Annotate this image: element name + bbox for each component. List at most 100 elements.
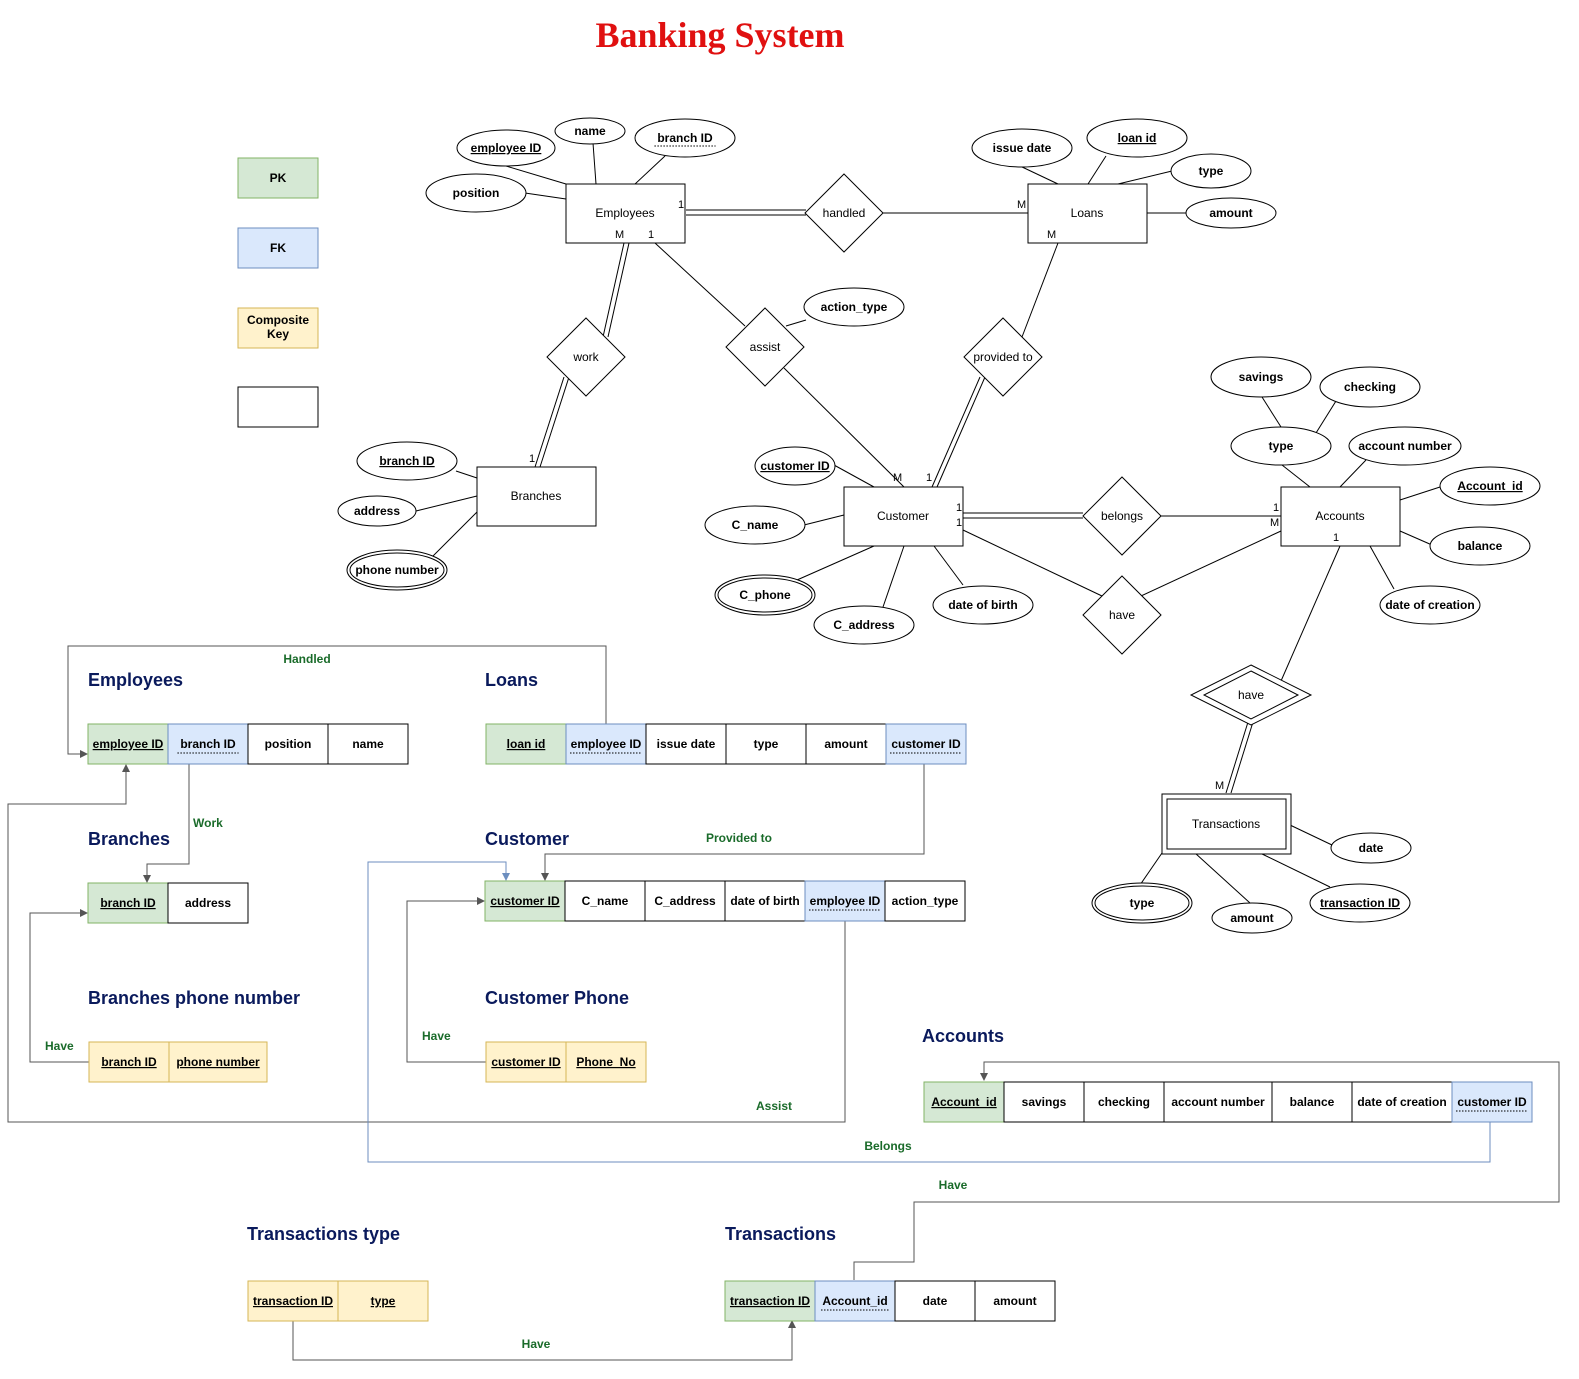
column-label: type [371,1294,396,1308]
er-relationships: handled work assist provided to belongs … [546,173,1313,726]
attr-acc-savings[interactable]: savings [1210,356,1312,398]
table-cell[interactable]: loan id [485,723,567,765]
table-cell[interactable]: action_type [884,880,966,922]
table-cell[interactable]: employee ID [565,723,647,765]
rel-have-customer-accounts-label: have [1109,608,1135,622]
table-cell[interactable]: phone number [168,1041,268,1083]
table-cell[interactable]: employee ID [87,723,169,765]
table-cell[interactable]: customer ID [485,1041,567,1083]
column-label: date of birth [730,894,799,908]
attr-acc-checking[interactable]: checking [1319,366,1421,408]
table-cell[interactable]: savings [1003,1081,1085,1123]
rel-provided-to[interactable] [963,317,1043,397]
column-label: customer ID [891,737,961,751]
column-label: employee ID [810,894,881,908]
rel-have-accounts-transactions[interactable] [1189,664,1313,726]
entity-branches[interactable] [476,466,597,527]
attr-cust-phone[interactable]: C_phone [714,574,816,616]
attr-branch-phone[interactable]: phone number [346,549,448,591]
attr-tr-type[interactable]: type [1091,882,1193,924]
rel-handled[interactable] [804,173,884,253]
table-title: Employees [88,670,183,690]
table-cell[interactable]: type [337,1280,429,1322]
table-cell[interactable]: account number [1163,1081,1273,1123]
table-cell[interactable]: date of creation [1351,1081,1453,1123]
table-cell[interactable]: amount [974,1280,1056,1322]
table-cell[interactable]: checking [1083,1081,1165,1123]
rel-work[interactable] [546,317,626,397]
entity-customer[interactable] [843,486,964,547]
table-cell[interactable]: position [247,723,329,765]
entity-transactions[interactable] [1161,793,1292,855]
table-cell[interactable]: transaction ID [724,1280,816,1322]
attr-label: date [1359,841,1384,855]
entity-transactions-label: Transactions [1192,817,1260,831]
table-title: Transactions type [247,1224,400,1244]
relation-belongs-label: Belongs [864,1139,912,1153]
attr-label: date of creation [1385,598,1474,612]
table-cell[interactable]: Account_id [814,1280,896,1322]
table-cell[interactable]: date of birth [724,880,806,922]
attr-cust-dob[interactable]: date of birth [932,585,1034,625]
attr-emp-position[interactable]: position [425,173,527,213]
attr-label: amount [1230,911,1273,925]
attr-label: loan id [1118,131,1157,145]
attr-loan-id[interactable]: loan id [1086,118,1188,158]
table-cell[interactable]: branch ID [167,723,249,765]
table-cell[interactable]: branch ID [88,1041,170,1083]
attr-tr-id[interactable]: transaction ID [1309,883,1411,923]
attr-action-type[interactable]: action_type [803,287,905,327]
column-label: Phone_No [576,1055,635,1069]
attr-loan-type[interactable]: type [1170,153,1252,189]
column-label: date [923,1294,948,1308]
rel-assist[interactable] [725,307,805,387]
card-acc-have: M [1270,517,1279,529]
table-cell[interactable]: amount [805,723,887,765]
attr-acc-balance[interactable]: balance [1429,526,1531,566]
table-cell[interactable]: customer ID [885,723,967,765]
table-cell[interactable]: name [327,723,409,765]
table-cell[interactable]: customer ID [1451,1081,1533,1123]
er-cardinalities: 1 M 1 M M 1 M 1 1 1 1 M 1 M [529,199,1339,792]
attr-tr-date[interactable]: date [1330,832,1412,864]
table-cell[interactable]: employee ID [804,880,886,922]
table-cell[interactable]: date [894,1280,976,1322]
attr-label: type [1130,896,1155,910]
attr-acc-number[interactable]: account number [1348,426,1462,466]
table-cell[interactable]: C_address [644,880,726,922]
attr-cust-name[interactable]: C_name [704,505,806,545]
rel-belongs[interactable] [1082,476,1162,556]
entity-accounts[interactable] [1280,486,1401,547]
card-acc-belongs: 1 [1273,502,1279,514]
table-cell[interactable]: transaction ID [247,1280,339,1322]
attr-acc-date[interactable]: date of creation [1379,585,1481,625]
rel-have-customer-accounts[interactable] [1082,575,1162,655]
table-cell[interactable]: balance [1271,1081,1353,1123]
attr-label: customer ID [760,459,830,473]
table-cell[interactable]: customer ID [484,880,566,922]
table-cell[interactable]: issue date [645,723,727,765]
table-cell[interactable]: C_name [564,880,646,922]
attr-loan-amount[interactable]: amount [1185,197,1277,229]
attr-tr-amount[interactable]: amount [1211,902,1293,934]
connector-belongs [367,861,1491,1163]
attr-cust-id[interactable]: customer ID [754,446,836,486]
attr-branch-id[interactable]: branch ID [356,441,458,481]
attr-loan-issue-date[interactable]: issue date [971,128,1073,168]
attr-emp-name[interactable]: name [554,117,626,145]
table-cell[interactable]: Account_id [923,1081,1005,1123]
attr-label: phone number [355,563,439,577]
attr-label: amount [1209,206,1252,220]
attr-cust-address[interactable]: C_address [813,605,915,645]
table-cell[interactable]: branch ID [87,882,169,924]
table-cell[interactable]: type [725,723,807,765]
attr-branch-address[interactable]: address [337,495,417,527]
entity-loans[interactable] [1027,183,1148,244]
table-cell[interactable]: address [167,882,249,924]
attr-emp-id[interactable]: employee ID [456,129,556,167]
attr-emp-branch-id[interactable]: branch ID [634,118,736,158]
entity-employees[interactable] [565,183,686,244]
attr-acc-id[interactable]: Account_id [1439,466,1541,506]
attr-acc-type[interactable]: type [1230,426,1332,466]
table-cell[interactable]: Phone_No [565,1041,647,1083]
